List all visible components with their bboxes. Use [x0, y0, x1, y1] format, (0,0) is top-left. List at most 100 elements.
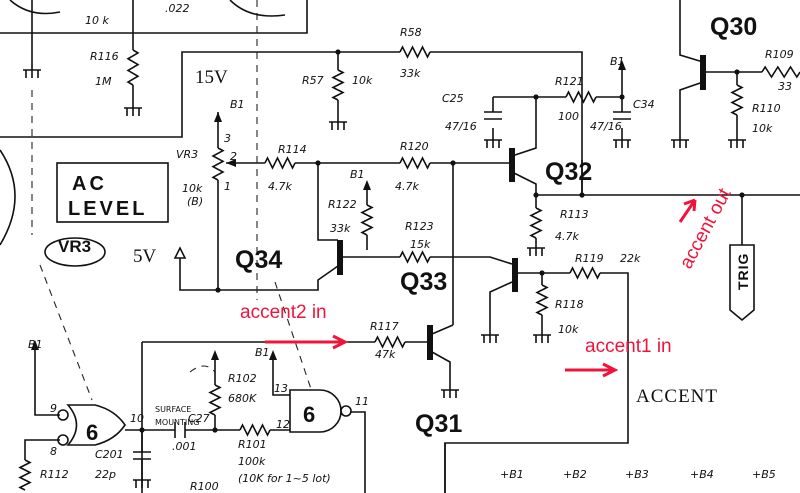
label-labels-c34: C34 [633, 98, 655, 111]
accent2-in-arrow-icon [265, 334, 349, 350]
label-labels-c25: C25 [442, 92, 464, 105]
label-labels-top_10k: 10 k [85, 14, 109, 27]
wire-vr3 [217, 112, 510, 325]
wire-q30 [679, 0, 762, 245]
ground-icon [484, 139, 502, 148]
label-labels-r58: R58 [400, 26, 422, 39]
label-labels-pin9: 9 [50, 402, 57, 415]
resistor-r113 [529, 207, 543, 239]
label-labels-r122_val: 33k [330, 222, 351, 235]
label-labels-vr3_pin3: 3 [224, 132, 231, 145]
capacitor-c25 [484, 111, 502, 120]
resistor-r101 [239, 423, 271, 437]
wire-q34 [179, 190, 513, 291]
transistor-q34 [337, 240, 343, 275]
label-labels-r114_val: 4.7k [268, 180, 292, 193]
label-labels-r120_val: 4.7k [395, 180, 419, 193]
resistor-r114 [264, 156, 296, 170]
or-gate-6 [66, 404, 126, 446]
label-labels-r58_val: 33k [400, 67, 421, 80]
junction-dot [315, 160, 321, 166]
label-labels-r122: R122 [328, 198, 357, 211]
label-labels-top_cap: .022 [165, 2, 190, 15]
label-labels-b1_gate1: B1 [28, 338, 43, 351]
resistor-r122 [360, 204, 374, 236]
label-labels-r121_val: 100 [558, 110, 579, 123]
label-labels-vr3_taper: (B) [187, 195, 203, 208]
label-labels-rails-2: +B3 [625, 468, 649, 481]
label-labels-ac_level-1: LEVEL [68, 198, 147, 220]
ground-icon [613, 139, 631, 148]
components [18, 45, 800, 491]
label-labels-c34_val: 47/16 [590, 120, 622, 133]
supply-arrow-icon [618, 60, 626, 70]
ground-icon [527, 247, 545, 256]
label-labels-vr3_pin1: 1 [224, 180, 231, 193]
transistor-q32 [509, 148, 515, 182]
label-labels-r109_val: 33 [778, 80, 792, 93]
label-labels-r101_val: 100k [238, 455, 266, 468]
wiper-arrow-icon [226, 159, 236, 167]
resistor-r119 [569, 266, 601, 280]
label-labels-r119_val: 22k [620, 252, 641, 265]
resistor-r117 [374, 335, 406, 349]
label-labels-ac_level-0: AC [72, 173, 107, 195]
transistor-q30 [700, 55, 706, 90]
resistor-r110 [730, 84, 744, 116]
resistor-r123 [399, 250, 431, 264]
accent1-in-arrow-icon [565, 362, 619, 378]
wire-q33 [444, 272, 629, 493]
label-labels-r110_val: 10k [752, 122, 773, 135]
junction-dot [539, 270, 545, 276]
label-labels-r57_val: 10k [352, 74, 373, 87]
resistor-r112 [18, 459, 32, 491]
junction-dot [139, 427, 145, 433]
label-labels-r112: R112 [40, 468, 69, 481]
junction-dot [450, 160, 456, 166]
label-labels-c27: C27 [188, 412, 210, 425]
label-labels-r113: R113 [560, 208, 589, 221]
label-labels-vr3_val: 10k [182, 182, 203, 195]
label-labels-r118: R118 [555, 298, 584, 311]
ground-icon [671, 139, 689, 148]
label-labels-surface-0: SURFACE [155, 405, 191, 414]
label-labels-rails-0: +B1 [500, 468, 524, 481]
wire-q31 [141, 324, 454, 493]
label-labels-r101_note: (10K for 1~5 lot) [238, 472, 331, 485]
ground-icon [728, 139, 746, 148]
5v-arrow-icon [173, 246, 187, 259]
label-labels-q34: Q34 [235, 246, 282, 274]
label-labels-b1_vr3: B1 [230, 98, 245, 111]
label-labels-r117_val: 47k [375, 348, 396, 361]
surface-mount-pointer [189, 365, 216, 373]
label-labels-pin12: 12 [276, 418, 290, 431]
label-labels-r123: R123 [405, 220, 434, 233]
label-labels-trig: TRIG [735, 253, 751, 290]
label-labels-pin11: 11 [355, 395, 369, 408]
label-labels-c27_val: .001 [172, 440, 197, 453]
supply-arrow-icon [211, 350, 219, 360]
label-labels-r123_val: 15k [410, 238, 431, 251]
supply-arrow-icon [269, 350, 277, 360]
label-labels-v15: 15V [195, 67, 228, 88]
label-labels-r116_val: 1M [95, 75, 112, 88]
ground-icon [329, 121, 347, 130]
resistor-r118 [535, 284, 549, 316]
junction-dot [579, 192, 585, 198]
supply-arrow-icon [214, 112, 222, 122]
label-labels-r119: R119 [575, 252, 604, 265]
label-labels-r109: R109 [765, 48, 794, 61]
vr3-tag-ellipse [44, 237, 106, 267]
ac-level-box [56, 162, 169, 223]
trig-connector [729, 244, 755, 322]
potentiometer-vr3 [211, 147, 225, 181]
top-arc [9, 0, 286, 17]
resistor-r57 [331, 69, 345, 101]
label-labels-b1_r121: B1 [610, 55, 625, 68]
label-labels-b1_r102: B1 [255, 346, 270, 359]
ground-icon [533, 334, 551, 343]
label-labels-b1_r122: B1 [350, 168, 365, 181]
label-labels-c25_val: 47/16 [445, 120, 477, 133]
